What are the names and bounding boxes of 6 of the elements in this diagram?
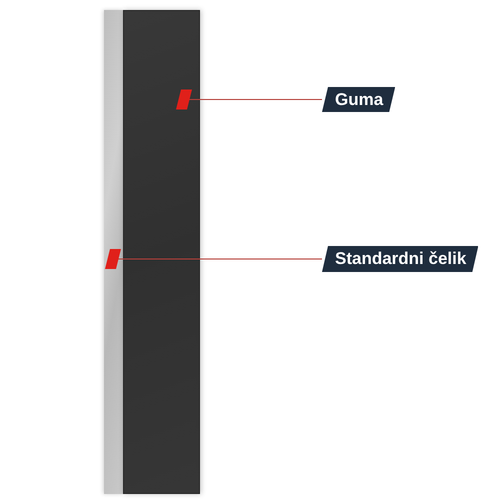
rubber-layer (123, 10, 200, 494)
leader-line (176, 90, 322, 110)
leader-line (105, 249, 322, 269)
part-label: Standardni čelik (322, 246, 478, 272)
part-label: Guma (322, 87, 396, 112)
steel-layer (104, 10, 123, 494)
